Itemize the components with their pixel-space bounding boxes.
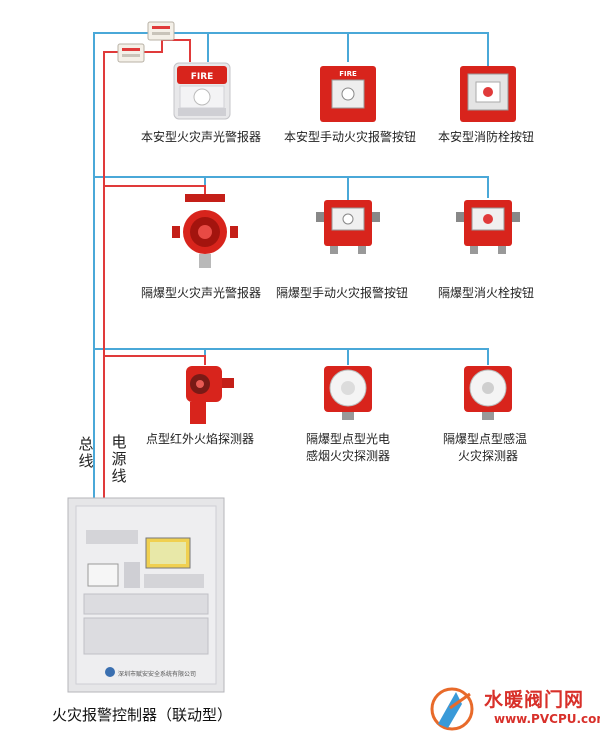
device-label-line1: 隔爆型点型感温	[443, 432, 528, 446]
manual-call-point-icon: FIRE	[320, 66, 376, 122]
infrared-flame-detector-icon	[186, 366, 234, 424]
device-label: 本安型消防栓按钮	[438, 130, 535, 144]
controller-company: 深圳市赋安安全系统有限公司	[118, 671, 197, 678]
explosion-proof-call-point-icon	[316, 200, 380, 254]
device-label: 隔爆型消火栓按钮	[438, 286, 535, 300]
power-line-label: 电源线	[111, 433, 127, 485]
fire-mark: FIRE	[339, 70, 357, 78]
sound-light-alarm-icon: FIRE	[173, 62, 231, 120]
device-label: 本安型火灾声光警报器	[141, 130, 262, 144]
smoke-detector-icon	[324, 366, 372, 420]
device-label: 隔爆型火灾声光警报器	[141, 286, 262, 300]
junction-module	[117, 43, 145, 63]
watermark-name: 水暖阀门网	[484, 689, 585, 711]
fire-alarm-controller	[67, 497, 225, 693]
hydrant-button-icon	[460, 66, 516, 122]
bus-line-label: 总线	[78, 435, 94, 470]
watermark-logo-icon	[430, 687, 474, 731]
device-label-line1: 隔爆型点型光电	[306, 432, 391, 446]
controller-title: 火灾报警控制器（联动型）	[52, 706, 233, 724]
junction-module	[147, 21, 175, 41]
device-label: 隔爆型手动火灾报警按钮	[276, 286, 409, 300]
bus-wiring	[93, 32, 489, 500]
watermark-url: www.PVCPU.com	[494, 712, 600, 726]
fire-mark: FIRE	[191, 72, 214, 82]
explosion-proof-hydrant-button-icon	[456, 200, 520, 254]
heat-detector-icon	[464, 366, 512, 420]
device-label: 本安型手动火灾报警按钮	[284, 130, 417, 144]
explosion-proof-beacon-icon	[172, 194, 238, 268]
device-label: 点型红外火焰探测器	[146, 432, 255, 446]
device-label-line2: 感烟火灾探测器	[306, 449, 391, 463]
device-label-line2: 火灾探测器	[458, 449, 519, 463]
